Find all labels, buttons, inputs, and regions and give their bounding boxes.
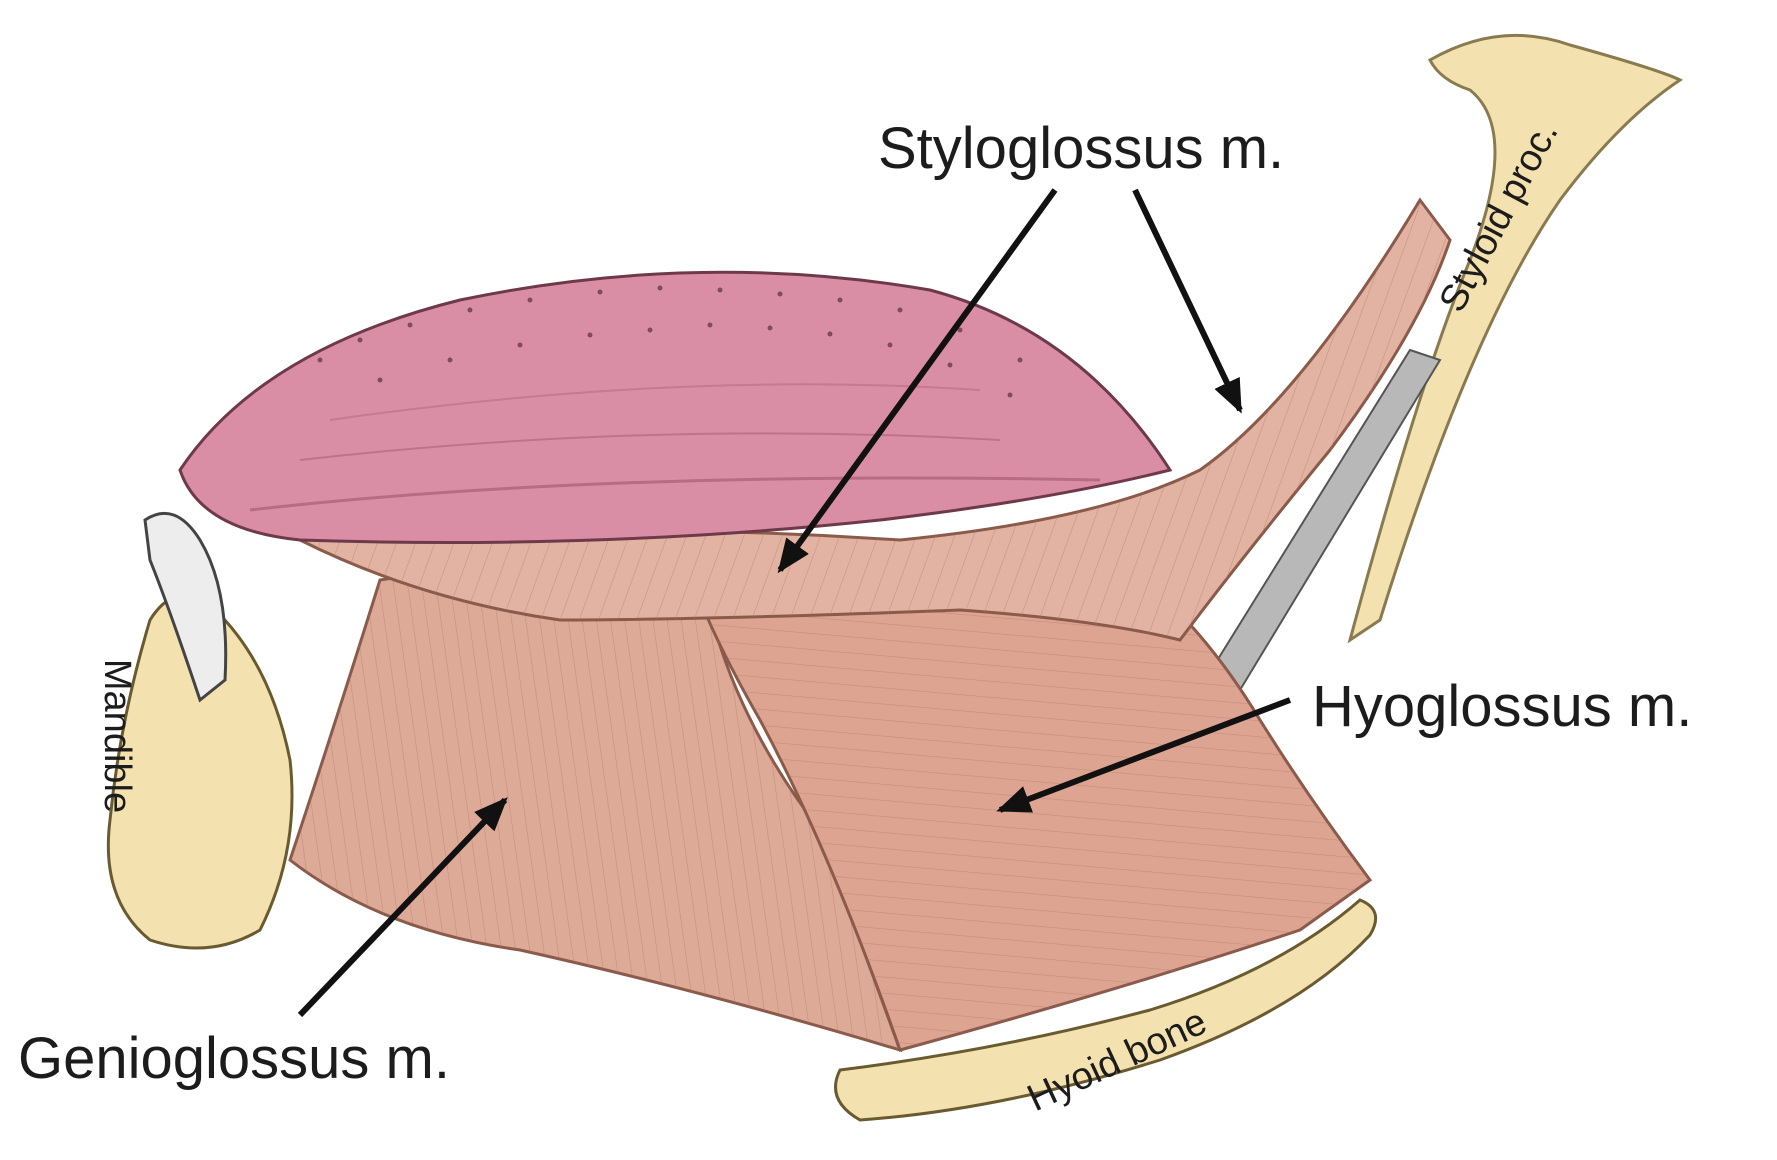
label-genioglossus: Genioglossus m. (18, 1030, 450, 1088)
arrow-styloglossus-2 (1135, 190, 1240, 410)
label-styloglossus: Styloglossus m. (878, 120, 1284, 178)
label-mandible: Mandible (98, 659, 136, 813)
label-hyoglossus: Hyoglossus m. (1312, 678, 1692, 736)
